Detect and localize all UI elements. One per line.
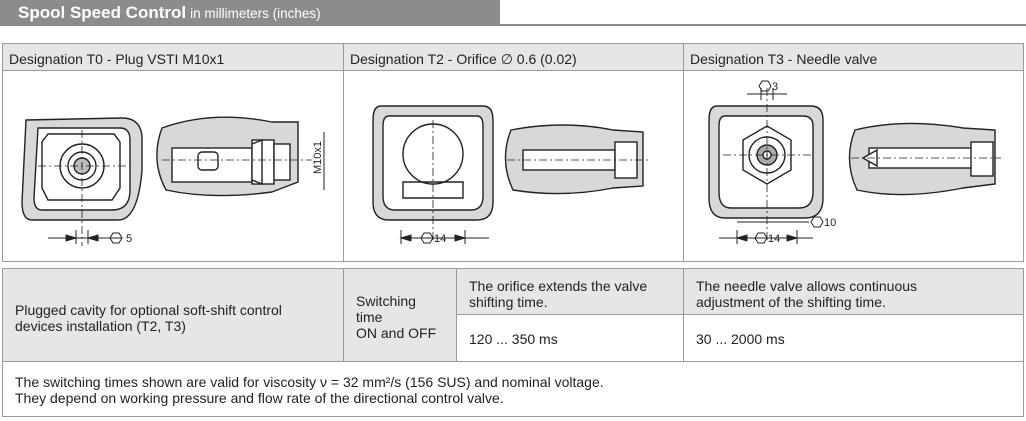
cavity-line1: Plugged cavity for optional soft-shift c… xyxy=(15,302,282,318)
section-subtitle: in millimeters (inches) xyxy=(190,6,321,21)
switching-line2: time xyxy=(356,309,383,325)
t0-dim-hex: 5 xyxy=(126,233,132,245)
designation-t2-header: Designation T2 - Orifice ∅ 0.6 (0.02) xyxy=(343,43,684,71)
t3-dim-hex-mid: 10 xyxy=(824,217,836,229)
orifice-desc-line1: The orifice extends the valve xyxy=(469,278,648,294)
switching-time-cell: Switching time ON and OFF xyxy=(343,268,457,362)
orifice-range-cell: 120 ... 350 ms xyxy=(456,314,684,362)
orifice-range-value: 120 ... 350 ms xyxy=(469,331,558,347)
t0-plug-drawing: 5 M10x1 xyxy=(21,116,325,246)
switching-line1: Switching xyxy=(356,293,416,309)
designation-t3-label: Designation T3 - Needle valve xyxy=(690,51,878,67)
designation-t0-header: Designation T0 - Plug VSTI M10x1 xyxy=(2,43,344,71)
t2-orifice-drawing: 14 xyxy=(372,105,649,245)
orifice-desc-line2: shifting time. xyxy=(469,294,548,310)
note-line2: They depend on working pressure and flow… xyxy=(15,390,504,406)
needle-range-cell: 30 ... 2000 ms xyxy=(683,314,1024,362)
orifice-desc-cell: The orifice extends the valve shifting t… xyxy=(456,268,684,315)
note-line1: The switching times shown are valid for … xyxy=(15,374,604,390)
needle-range-value: 30 ... 2000 ms xyxy=(696,331,785,347)
t2-dim-hex: 14 xyxy=(434,233,446,245)
switching-line3: ON and OFF xyxy=(356,325,437,341)
cavity-line2: devices installation (T2, T3) xyxy=(15,318,186,334)
designation-t3-header: Designation T3 - Needle valve xyxy=(683,43,1024,71)
designation-t0-label: Designation T0 - Plug VSTI M10x1 xyxy=(9,51,225,67)
needle-desc-line1: The needle valve allows continuous xyxy=(696,278,918,294)
header-rule xyxy=(500,24,1026,26)
cavity-cell: Plugged cavity for optional soft-shift c… xyxy=(2,268,344,362)
needle-desc-cell: The needle valve allows continuous adjus… xyxy=(683,268,1024,315)
t3-dim-hex-large: 14 xyxy=(768,233,780,245)
t3-dim-hex-small: 3 xyxy=(772,81,778,93)
t0-dim-thread: M10x1 xyxy=(312,141,324,174)
t3-needle-drawing: 3 10 14 xyxy=(708,80,1001,245)
designation-t2-label: Designation T2 - Orifice ∅ 0.6 (0.02) xyxy=(350,51,577,67)
drawing-t3-cell xyxy=(683,70,1024,262)
section-title: Spool Speed Control xyxy=(18,3,187,22)
note-cell: The switching times shown are valid for … xyxy=(2,361,1024,417)
needle-desc-line2: adjustment of the shifting time. xyxy=(696,294,886,310)
